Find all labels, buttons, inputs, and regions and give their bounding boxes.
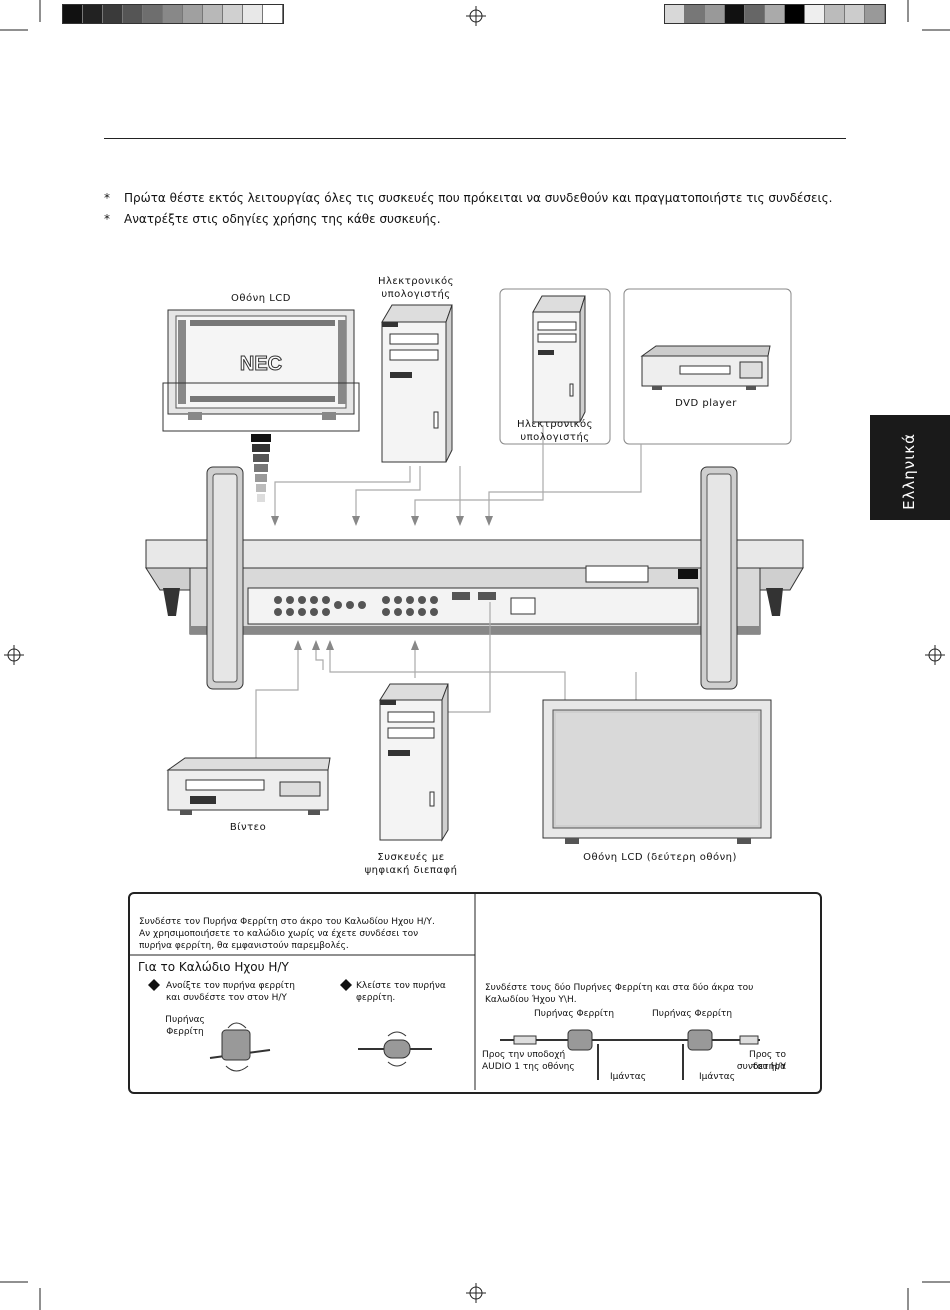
right-swatch-2 bbox=[705, 5, 725, 23]
core-a-label: Πυρήνας Φερρίτη bbox=[534, 1009, 615, 1019]
ferrite-intro-2: Αν χρησιμοποιήσετε το καλώδιο χωρίς να έ… bbox=[139, 929, 419, 939]
both-line-2: Καλωδίου Ήχου Υ\Η. bbox=[485, 995, 577, 1005]
ferrite-intro-3: πυρήνα φερρίτη, θα εμφανιστούν παρεμβολέ… bbox=[139, 941, 349, 951]
right-swatch-6 bbox=[785, 5, 805, 23]
step1-line-1: Ανοίξτε τον πυρήνα φερρίτη bbox=[166, 981, 295, 991]
to-socket-1: Προς την υποδοχή bbox=[482, 1050, 566, 1060]
audio-cable-icon bbox=[500, 1029, 760, 1080]
right-swatch-3 bbox=[725, 5, 745, 23]
pc-tower-top bbox=[381, 304, 453, 463]
label-vcr: Βίντεο bbox=[229, 822, 267, 833]
left-swatch-0 bbox=[63, 5, 83, 23]
pc-box-right bbox=[499, 288, 611, 445]
step2-line-2: φερρίτη. bbox=[356, 993, 396, 1003]
left-swatch-5 bbox=[163, 5, 183, 23]
main-display-rear bbox=[145, 539, 804, 635]
left-swatch-3 bbox=[123, 5, 143, 23]
right-swatch-0 bbox=[665, 5, 685, 23]
left-swatch-8 bbox=[223, 5, 243, 23]
label-lcd-second: Οθόνη LCD (δεύτερη οθόνη) bbox=[583, 852, 737, 863]
step1-line-2: και συνδέστε τον στον Η/Υ bbox=[166, 993, 287, 1003]
magnet-b-label: Ιμάντας bbox=[699, 1072, 735, 1082]
ferrite-closed-icon bbox=[358, 1031, 432, 1067]
step2-bullet bbox=[340, 979, 352, 991]
to-pc-2: του Η/Υ bbox=[751, 1062, 786, 1072]
left-swatch-10 bbox=[263, 5, 283, 23]
vcr-icon bbox=[166, 757, 331, 815]
zoom-wedge bbox=[251, 434, 271, 502]
right-swatch-1 bbox=[685, 5, 705, 23]
ferrite-intro-1: Συνδέστε τον Πυρήνα Φερρίτη στο άκρο του… bbox=[139, 917, 435, 927]
to-socket-2: AUDIO 1 της οθόνης bbox=[482, 1062, 575, 1072]
left-swatch-2 bbox=[103, 5, 123, 23]
left-swatch-9 bbox=[243, 5, 263, 23]
dvd-player-icon bbox=[640, 345, 771, 390]
speaker-right bbox=[700, 466, 738, 690]
step1-bullet bbox=[148, 979, 160, 991]
pc-tower-right bbox=[532, 295, 586, 423]
ferrite-open-icon bbox=[209, 1022, 271, 1072]
label-digital-1: Συσκευές με bbox=[377, 852, 445, 863]
label-pc-top-1: Ηλεκτρονικός bbox=[377, 276, 455, 287]
rear-connectors bbox=[274, 596, 438, 616]
second-lcd-icon bbox=[542, 699, 772, 844]
both-line-1: Συνδέστε τους δύο Πυρήνες Φερρίτη και στ… bbox=[485, 983, 754, 993]
note-1: *Πρώτα θέστε εκτός λειτουργίας όλες τις … bbox=[104, 191, 833, 205]
right-swatch-4 bbox=[745, 5, 765, 23]
speaker-left bbox=[206, 466, 244, 690]
language-tab: Ελληνικά bbox=[870, 415, 950, 520]
label-lcd: Οθόνη LCD bbox=[231, 293, 291, 304]
pc-tower-bottom bbox=[379, 683, 449, 842]
header-rule bbox=[104, 138, 846, 139]
magnet-a-label: Ιμάντας bbox=[610, 1072, 646, 1082]
nec-logo: NEC bbox=[240, 353, 282, 375]
left-swatch-4 bbox=[143, 5, 163, 23]
right-swatch-7 bbox=[805, 5, 825, 23]
cable-arrows bbox=[271, 516, 493, 650]
left-swatch-7 bbox=[203, 5, 223, 23]
label-pc-top-2: υπολογιστής bbox=[381, 289, 451, 300]
note-2: *Ανατρέξτε στις οδηγίες χρήσης της κάθε … bbox=[104, 212, 441, 226]
color-bar-right bbox=[664, 4, 886, 24]
ferrite-heading: Για το Καλώδιο Ηχου Η/Υ bbox=[138, 960, 289, 974]
label-dvd: DVD player bbox=[675, 398, 737, 409]
right-swatch-5 bbox=[765, 5, 785, 23]
step2-line-1: Κλείστε τον πυρήνα bbox=[356, 981, 446, 991]
cables bbox=[255, 425, 642, 760]
to-pc-1: Προς το συνδετήρα bbox=[736, 1050, 786, 1072]
color-bar-left bbox=[62, 4, 284, 24]
core-label-2: Φερρίτη bbox=[166, 1027, 204, 1037]
right-swatch-10 bbox=[865, 5, 885, 23]
left-swatch-6 bbox=[183, 5, 203, 23]
core-b-label: Πυρήνας Φερρίτη bbox=[652, 1009, 733, 1019]
dvd-box bbox=[623, 288, 792, 445]
right-swatch-8 bbox=[825, 5, 845, 23]
label-digital-2: ψηφιακή διεπαφή bbox=[364, 865, 458, 876]
ferrite-instructions-box bbox=[128, 892, 822, 1094]
right-swatch-9 bbox=[845, 5, 865, 23]
label-pc-right-1: Ηλεκτρονικός bbox=[516, 419, 594, 430]
core-label-1: Πυρήνας bbox=[165, 1015, 205, 1025]
lcd-monitor-icon: NEC bbox=[162, 309, 360, 432]
left-swatch-1 bbox=[83, 5, 103, 23]
label-pc-right-2: υπολογιστής bbox=[520, 432, 590, 443]
